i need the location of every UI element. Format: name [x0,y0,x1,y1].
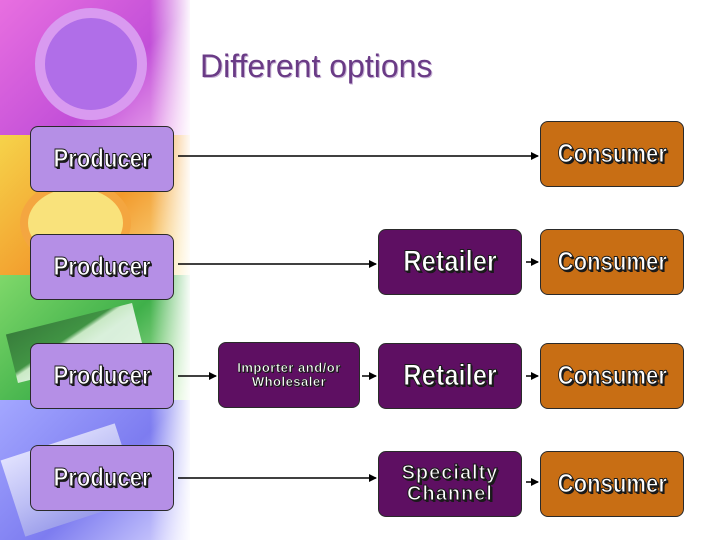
row4-consumer-box: Consumer [540,451,684,517]
row1-consumer-label: Consumer [557,138,667,169]
row4-consumer-label: Consumer [557,468,667,499]
row3-consumer-label: Consumer [557,360,667,391]
row3-consumer-box: Consumer [540,343,684,409]
row3-producer-label: Producer [53,360,151,391]
row3-retailer-box: Retailer [378,343,522,409]
row4-specialty-label: Specialty Channel [401,462,499,505]
row4-producer-box: Producer [30,445,174,511]
row4-producer-label: Producer [53,462,151,493]
wall-clock-image [35,8,147,120]
row3-importer-wholesaler-box: Importer and/or Wholesaler [218,342,360,408]
row1-producer-box: Producer [30,126,174,192]
row2-retailer-label: Retailer [403,245,497,279]
row2-consumer-box: Consumer [540,229,684,295]
row2-retailer-box: Retailer [378,229,522,295]
row3-retailer-label: Retailer [403,359,497,393]
row1-producer-label: Producer [53,143,151,174]
row2-consumer-label: Consumer [557,246,667,277]
row3-producer-box: Producer [30,343,174,409]
row1-consumer-box: Consumer [540,121,684,187]
row2-producer-label: Producer [53,251,151,282]
row4-specialty-channel-box: Specialty Channel [378,451,522,517]
row3-importer-label: Importer and/or Wholesaler [237,360,341,389]
slide-title: Different options [200,48,433,84]
row2-producer-box: Producer [30,234,174,300]
